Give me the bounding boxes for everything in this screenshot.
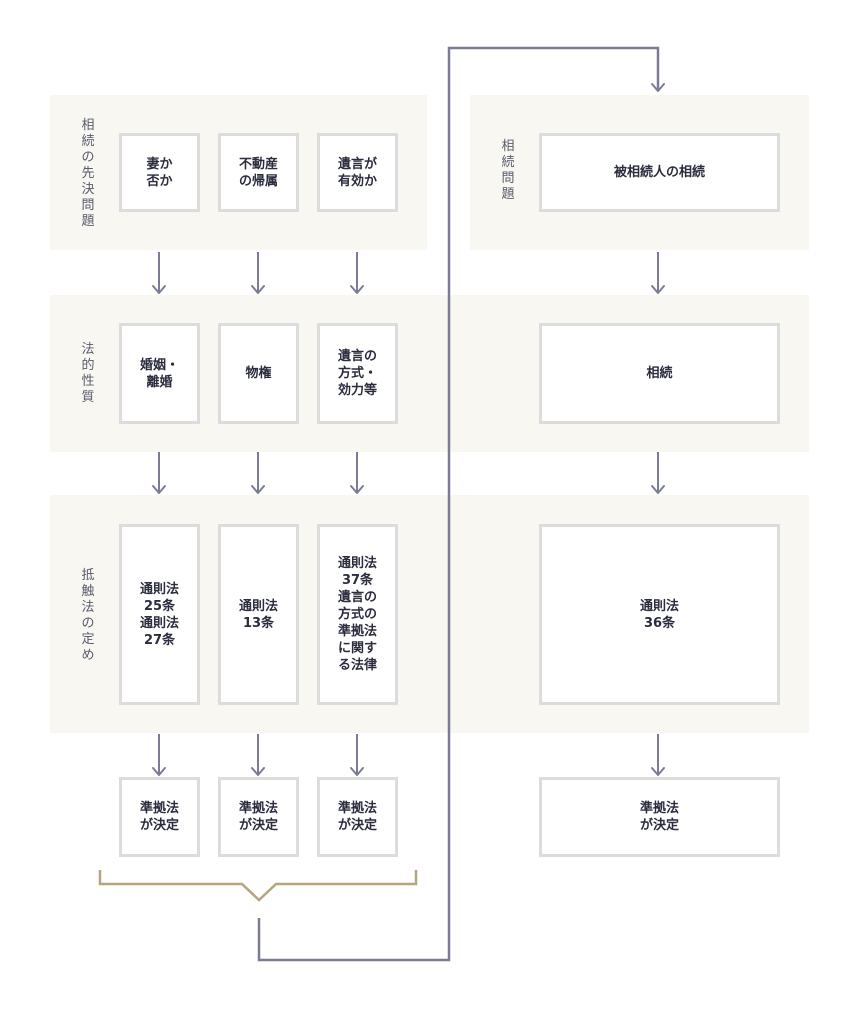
- box-article-36: 通則法 36条: [539, 524, 780, 705]
- box-will-form-effect: 遺言の 方式・ 効力等: [317, 323, 398, 424]
- box-result-3: 準拠法 が決定: [317, 777, 398, 857]
- box-real-estate-attribution: 不動産 の帰属: [218, 133, 299, 212]
- row-label-inheritance-issue: 相続問題: [501, 139, 515, 202]
- connector-line: [257, 46, 660, 962]
- brace: [98, 870, 418, 902]
- box-result-1: 準拠法 が決定: [119, 777, 200, 857]
- row-label-conflict-rules: 抵触法の定め: [81, 568, 95, 663]
- box-spouse-or-not: 妻か 否か: [119, 133, 200, 212]
- box-article-37-will-form-law: 通則法 37条 遺言の 方式の 準拠法 に関す る法律: [317, 524, 398, 705]
- box-article-13: 通則法 13条: [218, 524, 299, 705]
- box-property-rights: 物権: [218, 323, 299, 424]
- box-inheritance: 相続: [539, 323, 780, 424]
- box-marriage-divorce: 婚姻・ 離婚: [119, 323, 200, 424]
- box-result-2: 準拠法 が決定: [218, 777, 299, 857]
- row-label-precondition: 相続の先決問題: [81, 118, 95, 229]
- row-label-legal-nature: 法的性質: [81, 342, 95, 405]
- box-decedent-inheritance: 被相続人の相続: [539, 133, 780, 212]
- box-result-right: 準拠法 が決定: [539, 777, 780, 857]
- box-will-validity: 遺言が 有効か: [317, 133, 398, 212]
- box-articles-25-27: 通則法 25条 通則法 27条: [119, 524, 200, 705]
